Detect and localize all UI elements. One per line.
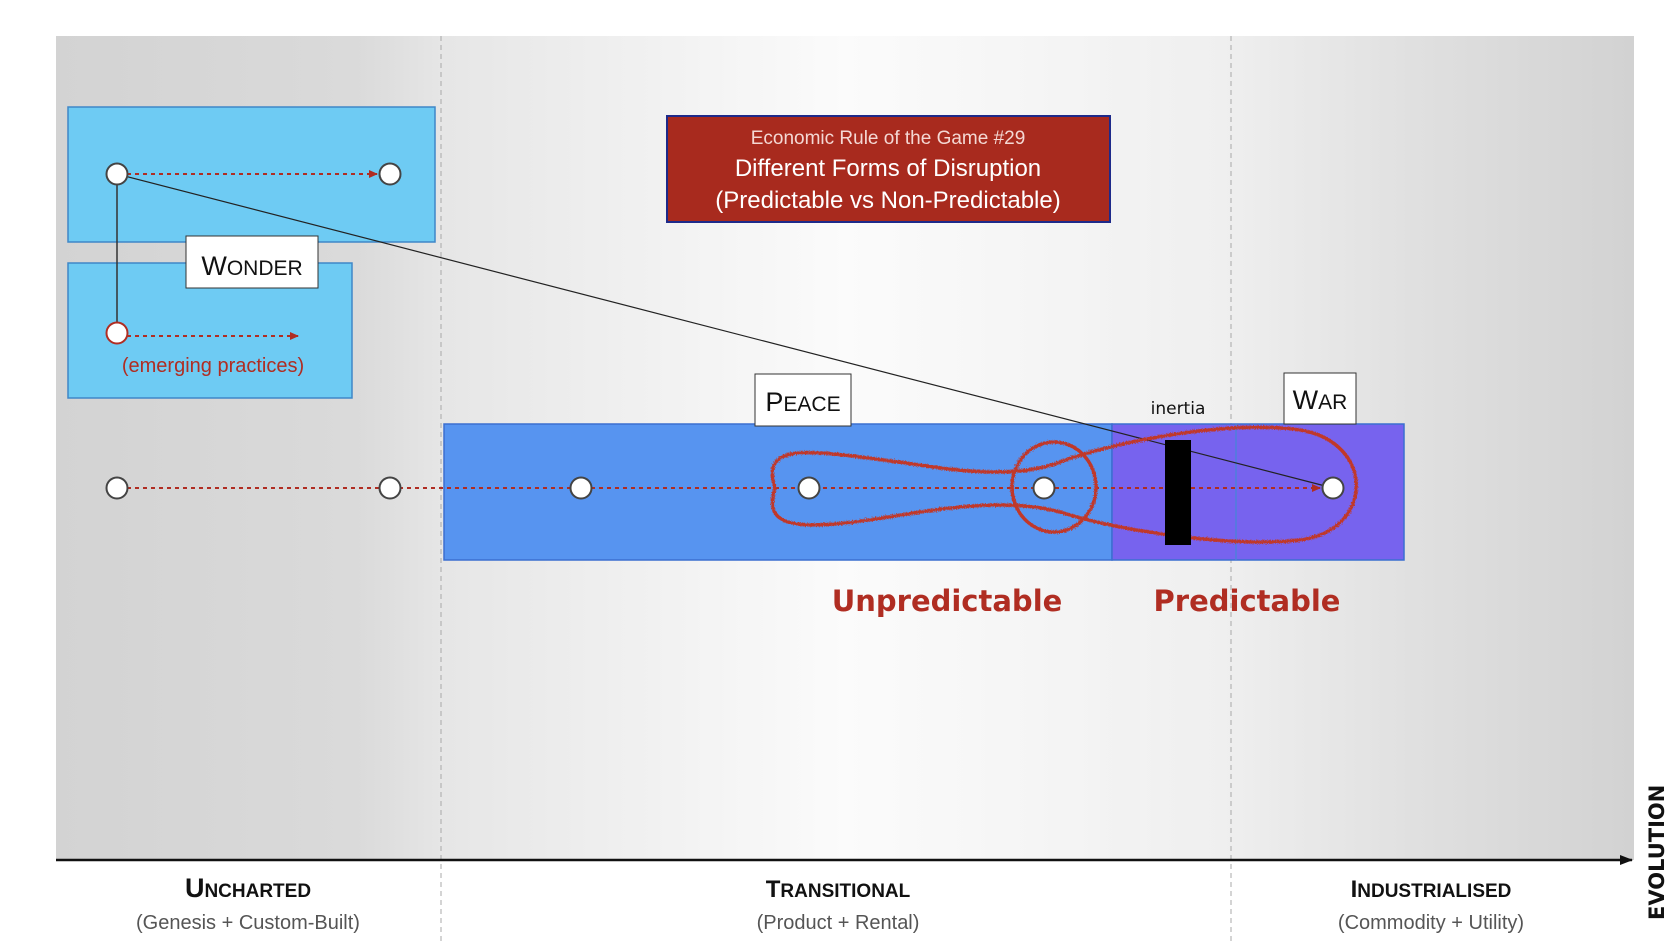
stage-transitional: TRANSITIONAL (Product + Rental) <box>757 876 920 934</box>
node-product-peace[interactable] <box>797 476 821 500</box>
node-wonder-end[interactable] <box>378 162 402 186</box>
svg-text:WONDER: WONDER <box>201 251 302 281</box>
node-commodity[interactable] <box>1321 476 1345 500</box>
svg-text:UNCHARTED: UNCHARTED <box>185 873 311 903</box>
title-box: Economic Rule of the Game #29 Different … <box>666 115 1111 223</box>
stage-industrialised-sub: (Commodity + Utility) <box>1338 912 1524 934</box>
node-product-late[interactable] <box>1032 476 1056 500</box>
svg-text:INDUSTRIALISED: INDUSTRIALISED <box>1351 876 1512 903</box>
node-custom-built[interactable] <box>378 476 402 500</box>
wonder-label-initial: W <box>201 251 227 281</box>
stage-uncharted-initial: U <box>185 873 205 903</box>
node-genesis[interactable] <box>105 476 129 500</box>
map-nodes <box>105 162 1345 500</box>
predictable-label: Predictable <box>1154 584 1341 618</box>
war-box <box>1111 423 1405 561</box>
emerging-practices-label: (emerging practices) <box>122 355 304 377</box>
title-line-2: Different Forms of Disruption <box>735 155 1041 182</box>
node-product-early[interactable] <box>569 476 593 500</box>
wonder-label: WONDER <box>185 235 319 289</box>
inertia-bar <box>1165 440 1191 545</box>
stage-uncharted-rest: NCHARTED <box>204 881 311 902</box>
peace-box <box>443 423 1113 561</box>
node-emerging-practice[interactable] <box>105 321 129 345</box>
inertia-label: inertia <box>1151 399 1206 419</box>
stage-industrialised-rest: NDUSTRIALISED <box>1357 881 1511 902</box>
peace-label-initial: P <box>765 387 783 417</box>
unpredictable-label: Unpredictable <box>832 584 1063 618</box>
stage-transitional-initial: T <box>766 876 781 903</box>
disruption-cycle-loops <box>770 425 1358 544</box>
title-line-1: Economic Rule of the Game #29 <box>751 128 1026 149</box>
title-line-3: (Predictable vs Non-Predictable) <box>715 187 1060 214</box>
node-wonder-start[interactable] <box>105 162 129 186</box>
stage-industrialised-initial: I <box>1351 876 1358 903</box>
stage-uncharted-sub: (Genesis + Custom-Built) <box>136 912 360 934</box>
stage-industrialised: INDUSTRIALISED (Commodity + Utility) <box>1338 876 1524 934</box>
wonder-to-war-link <box>116 173 1334 489</box>
war-label: WAR <box>1283 372 1357 425</box>
war-label-rest: AR <box>1318 391 1347 414</box>
evolution-axis-label: EVOLUTION <box>1645 785 1669 920</box>
peace-label: PEACE <box>754 373 852 427</box>
stage-transitional-sub: (Product + Rental) <box>757 912 920 934</box>
war-label-initial: W <box>1293 385 1319 415</box>
svg-text:TRANSITIONAL: TRANSITIONAL <box>766 876 911 903</box>
stage-uncharted: UNCHARTED (Genesis + Custom-Built) <box>136 873 360 934</box>
stage-transitional-rest: RANSITIONAL <box>780 881 910 902</box>
peace-label-rest: EACE <box>783 393 840 416</box>
wonder-label-rest: ONDER <box>227 257 303 280</box>
svg-text:WAR: WAR <box>1293 385 1348 415</box>
svg-text:PEACE: PEACE <box>765 387 840 417</box>
